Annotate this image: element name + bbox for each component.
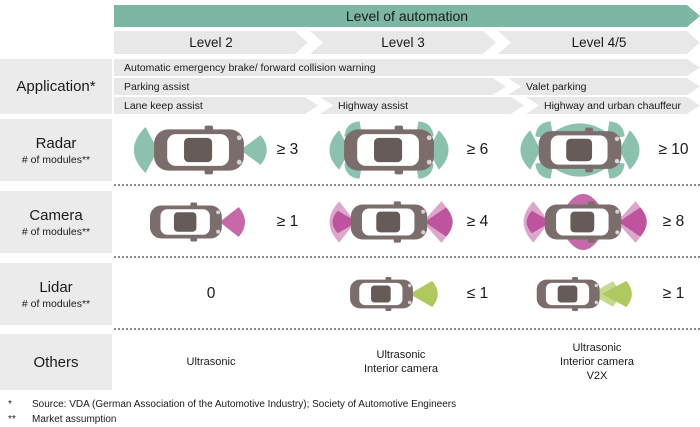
camera-coverage-icon-level-3: [314, 193, 464, 251]
car-top-view-icon: [350, 277, 413, 311]
lidar-front-fan: [409, 281, 437, 307]
camera-coverage-icon-level-2: [124, 193, 274, 251]
level-4-5-arrow: Level 4/5: [498, 31, 700, 54]
application-row: Application* Automatic emergency brake/ …: [0, 59, 700, 114]
application-label-text: Application*: [16, 78, 95, 95]
app-arrow-highway-assist: Highway assist: [320, 97, 524, 114]
level-2-arrow: Level 2: [114, 31, 308, 54]
application-arrows: Automatic emergency brake/ forward colli…: [114, 59, 700, 114]
camera-label-text: Camera: [29, 207, 82, 224]
footnote-text: Source: VDA (German Association of the A…: [32, 398, 456, 413]
others-row: Others Ultrasonic Ultrasonic Interior ca…: [0, 334, 700, 390]
footnote-market-assumption: ** Market assumption: [8, 413, 700, 427]
level-of-automation-banner: Level of automation: [114, 5, 700, 27]
camera-coverage-icon-level-4-5: [510, 193, 660, 251]
level-3-label: Level 3: [381, 35, 425, 50]
others-row-label: Others: [0, 334, 112, 390]
radar-label-text: Radar: [36, 135, 77, 152]
app-arrow-parking-assist: Parking assist: [114, 78, 506, 95]
camera-row: Camera # of modules** ≥ 1: [0, 191, 700, 253]
banner-spacer: [0, 5, 114, 27]
lidar-value-level-4-5: ≥ 1: [663, 285, 684, 303]
lidar-row: Lidar # of modules** 0 ≤ 1: [0, 263, 700, 325]
footnote-text: Market assumption: [32, 413, 116, 427]
camera-value-level-4-5: ≥ 8: [663, 213, 684, 231]
radar-coverage-icon-level-2: [124, 121, 274, 179]
lidar-value-level-3: ≤ 1: [467, 285, 488, 303]
car-top-view-icon: [351, 201, 427, 242]
camera-sublabel-text: # of modules**: [22, 226, 90, 238]
banner-title: Level of automation: [346, 8, 468, 24]
radar-cell-level-3: ≥ 6: [308, 119, 494, 181]
car-top-view-icon: [545, 201, 621, 242]
car-top-view-icon: [539, 128, 622, 173]
lidar-row-label: Lidar # of modules**: [0, 263, 112, 325]
lidar-label-text: Lidar: [39, 279, 72, 296]
level-3-arrow: Level 3: [310, 31, 496, 54]
app-arrow-emergency-brake: Automatic emergency brake/ forward colli…: [114, 59, 700, 76]
level-2-label: Level 2: [189, 35, 233, 50]
radar-value-level-4-5: ≥ 10: [658, 141, 688, 159]
camera-front-fan: [219, 207, 244, 237]
others-cell-level-4-5: Ultrasonic Interior camera V2X: [494, 334, 700, 390]
radar-front-fan: [240, 135, 267, 165]
lidar-sublabel-text: # of modules**: [22, 298, 90, 310]
lidar-cell-level-4-5: ≥ 1: [494, 263, 700, 325]
lidar-coverage-icon-level-4-5: [510, 265, 660, 323]
radar-cell-level-2: ≥ 3: [114, 119, 308, 181]
level-4-5-label: Level 4/5: [572, 35, 627, 50]
others-label-text: Others: [33, 354, 78, 371]
lidar-cell-level-3: ≤ 1: [308, 263, 494, 325]
car-top-view-icon: [150, 203, 222, 242]
dotted-separator: [114, 256, 700, 258]
radar-cell-level-4-5: ≥ 10: [494, 119, 700, 181]
dotted-separator: [114, 328, 700, 330]
camera-row-label: Camera # of modules**: [0, 191, 112, 253]
footnote-source: * Source: VDA (German Association of the…: [8, 398, 700, 413]
radar-value-level-2: ≥ 3: [277, 141, 298, 159]
camera-value-level-3: ≥ 4: [467, 213, 488, 231]
radar-coverage-icon-level-3: [314, 121, 464, 179]
camera-cell-level-4-5: ≥ 8: [494, 191, 700, 253]
others-cell-level-3: Ultrasonic Interior camera: [308, 334, 494, 390]
car-top-view-icon: [344, 126, 434, 175]
radar-row-label: Radar # of modules**: [0, 119, 112, 181]
automation-levels-diagram: Level of automation Level 2 Level 3 Leve…: [0, 5, 700, 415]
camera-value-level-2: ≥ 1: [277, 213, 298, 231]
app-arrow-valet-parking: Valet parking: [508, 78, 700, 95]
footnotes: * Source: VDA (German Association of the…: [8, 398, 700, 427]
lidar-coverage-icon-level-3: [314, 265, 464, 323]
footnote-marker: **: [8, 413, 32, 427]
radar-value-level-3: ≥ 6: [467, 141, 488, 159]
radar-sublabel-text: # of modules**: [22, 154, 90, 166]
lidar-value-level-2: 0: [207, 285, 216, 303]
app-arrow-highway-urban-chauffeur: Highway and urban chauffeur: [526, 97, 700, 114]
others-cell-level-2: Ultrasonic: [114, 334, 308, 390]
car-top-view-icon: [537, 277, 600, 311]
levels-header: Level 2 Level 3 Level 4/5: [0, 31, 700, 54]
camera-cell-level-2: ≥ 1: [114, 191, 308, 253]
app-arrow-lane-keep-assist: Lane keep assist: [114, 97, 318, 114]
radar-row: Radar # of modules** ≥ 3: [0, 119, 700, 181]
footnote-marker: *: [8, 398, 32, 413]
radar-coverage-icon-level-4-5: [505, 121, 655, 179]
application-row-label: Application*: [0, 59, 112, 114]
car-top-view-icon: [154, 126, 244, 175]
dotted-separator: [114, 184, 700, 186]
banner-row: Level of automation: [0, 5, 700, 27]
camera-cell-level-3: ≥ 4: [308, 191, 494, 253]
lidar-cell-level-2: 0: [114, 263, 308, 325]
